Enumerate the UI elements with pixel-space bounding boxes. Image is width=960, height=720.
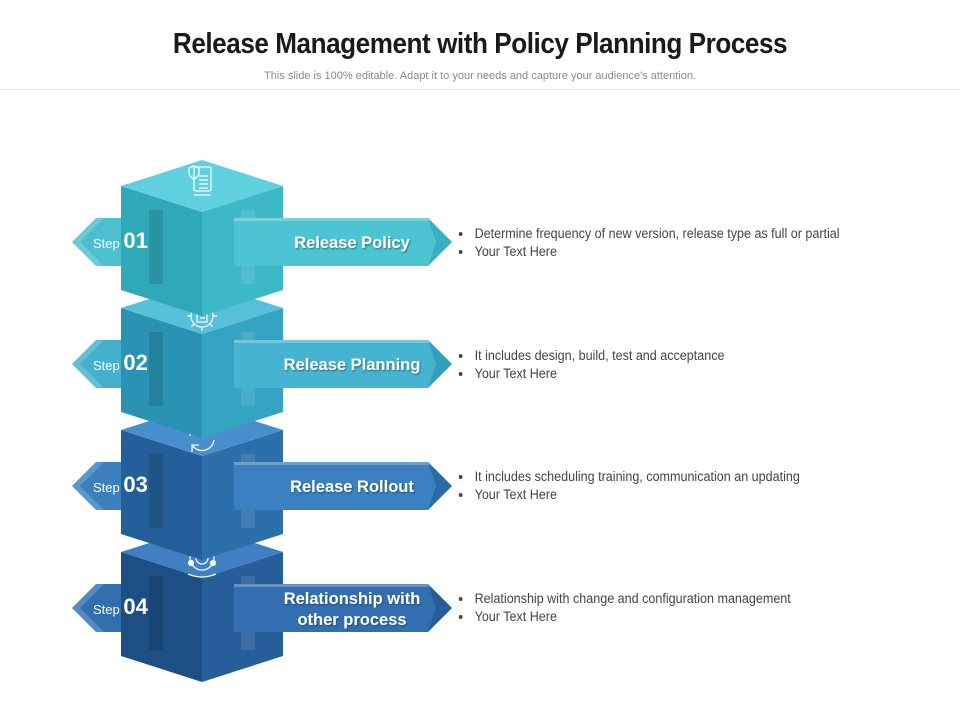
step-prefix: Step [93, 480, 123, 495]
step-label-band [234, 218, 452, 266]
bullet-item: Relationship with change and configurati… [456, 590, 791, 608]
step-label: Release Planning [284, 356, 421, 374]
step-number: Step 02 [93, 350, 148, 375]
step-label: Relationship with [284, 590, 421, 608]
step-prefix: Step [93, 602, 123, 617]
step-label-band [234, 462, 452, 510]
step-label-band [234, 340, 452, 388]
step-block-3: Step 03 Release Rollout [72, 404, 452, 560]
step-4-bullets: Relationship with change and configurati… [456, 590, 791, 626]
block-left-face [121, 552, 202, 682]
block-left-face [121, 430, 202, 560]
step-label: Release Rollout [290, 478, 414, 496]
step-2-bullets: It includes design, build, test and acce… [456, 347, 724, 383]
document-shield-icon [188, 165, 212, 196]
step-number: Step 01 [93, 228, 148, 253]
step-number: Step 03 [93, 472, 148, 497]
bullet-item: Your Text Here [456, 365, 724, 383]
header-divider [0, 89, 960, 90]
block-left-face [121, 308, 202, 438]
step-3-bullets: It includes scheduling training, communi… [456, 468, 800, 504]
step-digits: 03 [123, 472, 147, 497]
step-digits: 02 [123, 350, 147, 375]
step-block-4: Step 04 Relationship with other process [72, 526, 452, 682]
bullet-item: Your Text Here [456, 486, 800, 504]
bullet-item: It includes design, build, test and acce… [456, 347, 724, 365]
slide-title: Release Management with Policy Planning … [172, 28, 788, 60]
step-label-band [234, 584, 452, 632]
step-prefix: Step [93, 236, 123, 251]
step-label: other process [297, 611, 406, 629]
step-prefix: Step [93, 358, 123, 373]
bullet-item: Your Text Here [456, 243, 840, 261]
block-left-face [121, 186, 202, 316]
slide-subtitle: This slide is 100% editable. Adapt it to… [264, 70, 696, 82]
step-digits: 04 [123, 594, 148, 619]
step-block-2: Step 02 Release Planning [72, 282, 452, 438]
step-digits: 01 [123, 228, 147, 253]
bullet-item: Your Text Here [456, 608, 791, 626]
bullet-item: Determine frequency of new version, rele… [456, 225, 840, 243]
bullet-item: It includes scheduling training, communi… [456, 468, 800, 486]
block-top-face [121, 160, 283, 212]
step-block-1: Step 01 Release Policy [72, 160, 452, 316]
step-number: Step 04 [93, 594, 149, 619]
step-label: Release Policy [294, 234, 410, 252]
step-1-bullets: Determine frequency of new version, rele… [456, 225, 840, 261]
